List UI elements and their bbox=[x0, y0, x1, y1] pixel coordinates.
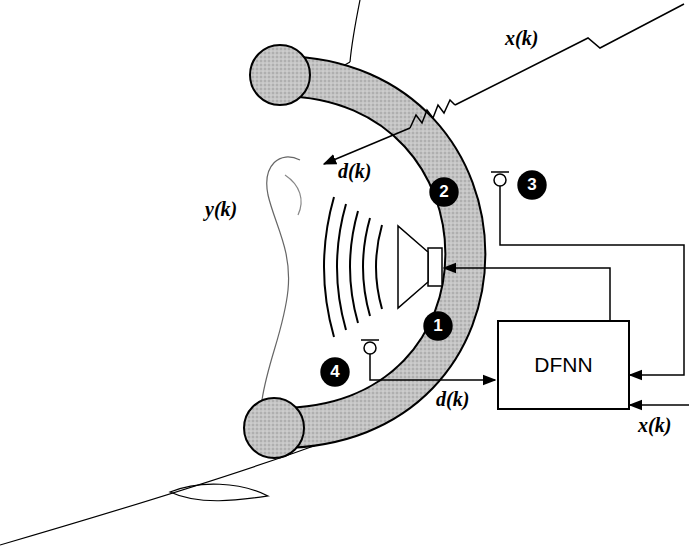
callout-circle: 4 bbox=[320, 357, 350, 387]
speaker-symbol bbox=[398, 226, 442, 308]
callout-number: 1 bbox=[433, 316, 442, 336]
reference-mic-wire bbox=[361, 340, 495, 380]
callout-disc-shape bbox=[517, 170, 546, 199]
callout-disc-shape bbox=[320, 357, 349, 386]
callout-number: 4 bbox=[330, 362, 339, 382]
process-box: DFNN bbox=[497, 320, 630, 410]
input-wire bbox=[630, 404, 689, 406]
noise-path bbox=[324, 4, 684, 164]
signal-label: y(k) bbox=[205, 198, 237, 220]
signal-label: d(k) bbox=[338, 160, 371, 182]
sound-waves bbox=[324, 197, 382, 337]
callout-number: 3 bbox=[527, 175, 536, 195]
signal-label: x(k) bbox=[505, 27, 538, 49]
signal-label: x(k) bbox=[638, 414, 671, 436]
speaker-wire bbox=[444, 268, 610, 320]
signal-label: d(k) bbox=[436, 388, 469, 410]
callout-circle: 1 bbox=[423, 311, 453, 341]
callout-number: 2 bbox=[439, 182, 448, 202]
callout-circle: 3 bbox=[517, 170, 547, 200]
callout-disc-shape bbox=[423, 311, 452, 340]
earcup-knob bbox=[244, 398, 304, 458]
callout-disc-shape bbox=[429, 177, 458, 206]
face-outline bbox=[0, 0, 360, 545]
earcup-knob bbox=[250, 45, 310, 105]
callout-circle: 2 bbox=[429, 177, 459, 207]
box-label: DFNN bbox=[534, 353, 592, 377]
